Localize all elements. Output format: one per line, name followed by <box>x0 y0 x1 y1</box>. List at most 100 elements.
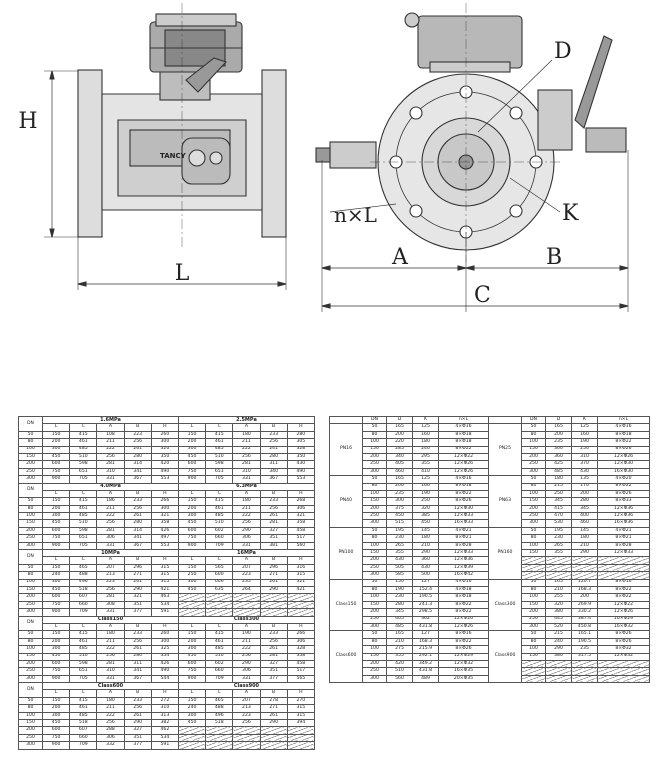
table-cell: 261 <box>259 512 288 521</box>
table-cell: 240 <box>177 704 207 713</box>
table-cell: 50 <box>521 578 546 588</box>
table-cell: 50 <box>521 423 546 432</box>
empty-cell <box>286 726 315 735</box>
empty-cell <box>232 600 261 610</box>
length-label: L <box>175 261 190 286</box>
table-cell: 200 <box>177 438 207 447</box>
column-header: H <box>286 489 315 499</box>
pressure-class-label: PN16 <box>329 423 363 477</box>
table-cell: 233 <box>123 497 152 506</box>
column-header: H <box>286 689 315 698</box>
column-header: H <box>150 489 179 499</box>
table-cell: 355 <box>386 652 413 661</box>
table-cell: 211 <box>232 438 261 447</box>
column-header: n×L <box>438 415 489 425</box>
empty-cell <box>545 674 572 684</box>
table-cell: 515 <box>386 519 413 528</box>
column-header: L <box>41 489 71 499</box>
table-cell: 310 <box>150 704 179 713</box>
pressure-class-label: Class900 <box>488 630 522 684</box>
table-cell: 602 <box>205 526 234 536</box>
table-cell: 80 <box>362 585 387 595</box>
table-cell: 195 <box>386 526 413 536</box>
table-cell: 315 <box>286 704 315 713</box>
table-cell: 534 <box>150 733 179 743</box>
table-cell: 660 <box>205 667 234 676</box>
column-header: K <box>571 415 598 425</box>
table-cell: 331 <box>96 541 125 551</box>
table-cell: 290 <box>259 718 288 728</box>
column-header: C <box>69 622 98 632</box>
table-cell: 8×Φ32 <box>597 645 650 654</box>
column-header: B <box>259 489 288 499</box>
column-header: C <box>205 489 234 499</box>
table-cell: 355 <box>386 549 413 558</box>
table-cell: 160 <box>412 482 439 491</box>
table-cell: 485 <box>205 645 234 654</box>
table-cell: 125 <box>412 475 439 484</box>
table-cell: 345 <box>571 504 598 514</box>
table-cell: 382 <box>150 718 179 728</box>
table-cell: 12×Φ36 <box>597 504 650 514</box>
dn-cell: 150 <box>18 452 43 462</box>
table-cell: 200 <box>41 637 71 647</box>
table-cell: 200 <box>41 438 71 447</box>
table-cell: 280 <box>571 497 598 506</box>
table-cell: 340 <box>259 467 288 477</box>
table-cell: 16×Φ30 <box>597 467 650 477</box>
table-cell: 306 <box>286 637 315 647</box>
table-cell: 341 <box>123 534 152 543</box>
empty-cell <box>597 571 650 580</box>
table-cell: 12×Φ29 <box>438 652 489 661</box>
column-header: L <box>41 622 71 632</box>
table-cell: 331 <box>232 475 261 484</box>
table-cell: 260 <box>150 430 179 440</box>
table-cell: 281 <box>232 460 261 469</box>
table-cell: 381 <box>259 541 288 551</box>
table-cell: 750 <box>177 534 207 543</box>
table-cell: 490 <box>286 467 315 477</box>
table-cell: 300 <box>362 622 387 632</box>
table-cell: 410 <box>412 467 439 477</box>
table-cell: 190.5 <box>571 637 598 647</box>
table-cell: 705 <box>69 541 98 551</box>
table-cell: 8×Φ22 <box>438 489 489 499</box>
dn-cell: 100 <box>18 445 43 454</box>
table-cell: 100 <box>521 593 546 602</box>
table-cell: 180 <box>232 497 261 506</box>
table-cell: 150 <box>521 600 546 610</box>
table-cell: 290 <box>232 659 261 669</box>
table-cell: 256 <box>259 637 288 647</box>
height-label: H <box>18 109 37 134</box>
table-cell: 4×Φ16 <box>438 423 489 432</box>
table-cell: 310 <box>571 452 598 462</box>
table-cell: 300 <box>177 512 207 521</box>
pressure-class-label: PN160 <box>488 526 522 580</box>
column-header: L <box>41 423 71 432</box>
table-cell: 150 <box>41 497 71 506</box>
table-cell: 750 <box>177 467 207 477</box>
table-cell: 150 <box>362 652 387 661</box>
table-cell: 165 <box>545 423 572 432</box>
table-cell: 280 <box>123 519 152 528</box>
table-cell: 651 <box>69 667 98 676</box>
table-cell: 145 <box>412 526 439 536</box>
column-header: n×L <box>597 415 650 425</box>
table-cell: 488 <box>205 704 234 713</box>
table-cell: 280 <box>123 452 152 462</box>
table-cell: 426 <box>150 526 179 536</box>
table-cell: 651 <box>69 467 98 477</box>
empty-cell <box>597 556 650 565</box>
table-cell: 660 <box>69 600 98 610</box>
table-cell: 12×Φ26 <box>597 452 650 462</box>
table-cell: 235 <box>545 438 572 447</box>
table-cell: 200 <box>521 452 546 462</box>
table-cell: 461 <box>205 438 234 447</box>
table-cell: 223 <box>123 430 152 440</box>
table-cell: 300 <box>41 645 71 654</box>
empty-cell <box>177 593 207 602</box>
table-cell: 420 <box>150 460 179 469</box>
table-cell: 450 <box>41 519 71 528</box>
